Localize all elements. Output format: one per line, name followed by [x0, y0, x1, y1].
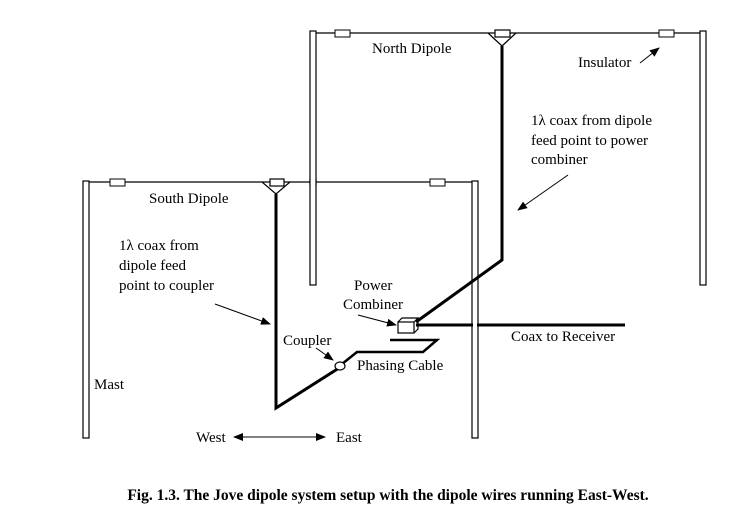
- south-coax-label-line3: point to coupler: [119, 278, 214, 294]
- phasing-cable-label: Phasing Cable: [357, 358, 444, 374]
- south-insulator-west: [109, 178, 126, 187]
- south-east-mast: [471, 180, 479, 439]
- power-combiner-label-line2: Combiner: [343, 297, 403, 313]
- north-coax-label-line3: combiner: [531, 152, 588, 168]
- power-combiner-icon: [397, 317, 420, 334]
- north-coax-arrow: [517, 174, 569, 211]
- south-coax-arrow: [214, 303, 271, 325]
- north-insulator-east: [658, 29, 675, 38]
- north-insulator-west: [334, 29, 351, 38]
- north-dipole-label: North Dipole: [372, 41, 452, 57]
- north-east-mast: [699, 30, 707, 286]
- south-coax-label-line2: dipole feed: [119, 258, 187, 274]
- coupler-icon: [334, 361, 346, 371]
- coupler-arrow: [315, 347, 334, 361]
- power-combiner-label-line1: Power: [354, 278, 392, 294]
- south-feed-point: [261, 178, 291, 195]
- power-combiner-arrow: [357, 314, 397, 327]
- phasing-cable: [341, 338, 441, 365]
- mast-label: Mast: [94, 377, 125, 393]
- north-coax-cable: [415, 46, 504, 324]
- insulator-arrow: [639, 47, 660, 64]
- north-coax-label-line2: feed point to power: [531, 133, 648, 149]
- insulator-label: Insulator: [578, 55, 631, 71]
- south-coax-cable: [274, 194, 340, 411]
- south-west-mast: [82, 180, 90, 439]
- south-insulator-east: [429, 178, 446, 187]
- coupler-label: Coupler: [283, 333, 331, 349]
- coax-to-receiver-label: Coax to Receiver: [511, 329, 615, 345]
- west-label: West: [196, 430, 226, 446]
- south-coax-label-line1: 1λ coax from: [119, 238, 199, 254]
- east-label: East: [336, 430, 363, 446]
- north-coax-label-line1: 1λ coax from dipole: [531, 113, 652, 129]
- figure-caption: Fig. 1.3. The Jove dipole system setup w…: [127, 487, 648, 504]
- south-dipole-label: South Dipole: [149, 191, 229, 207]
- north-west-mast: [309, 30, 317, 286]
